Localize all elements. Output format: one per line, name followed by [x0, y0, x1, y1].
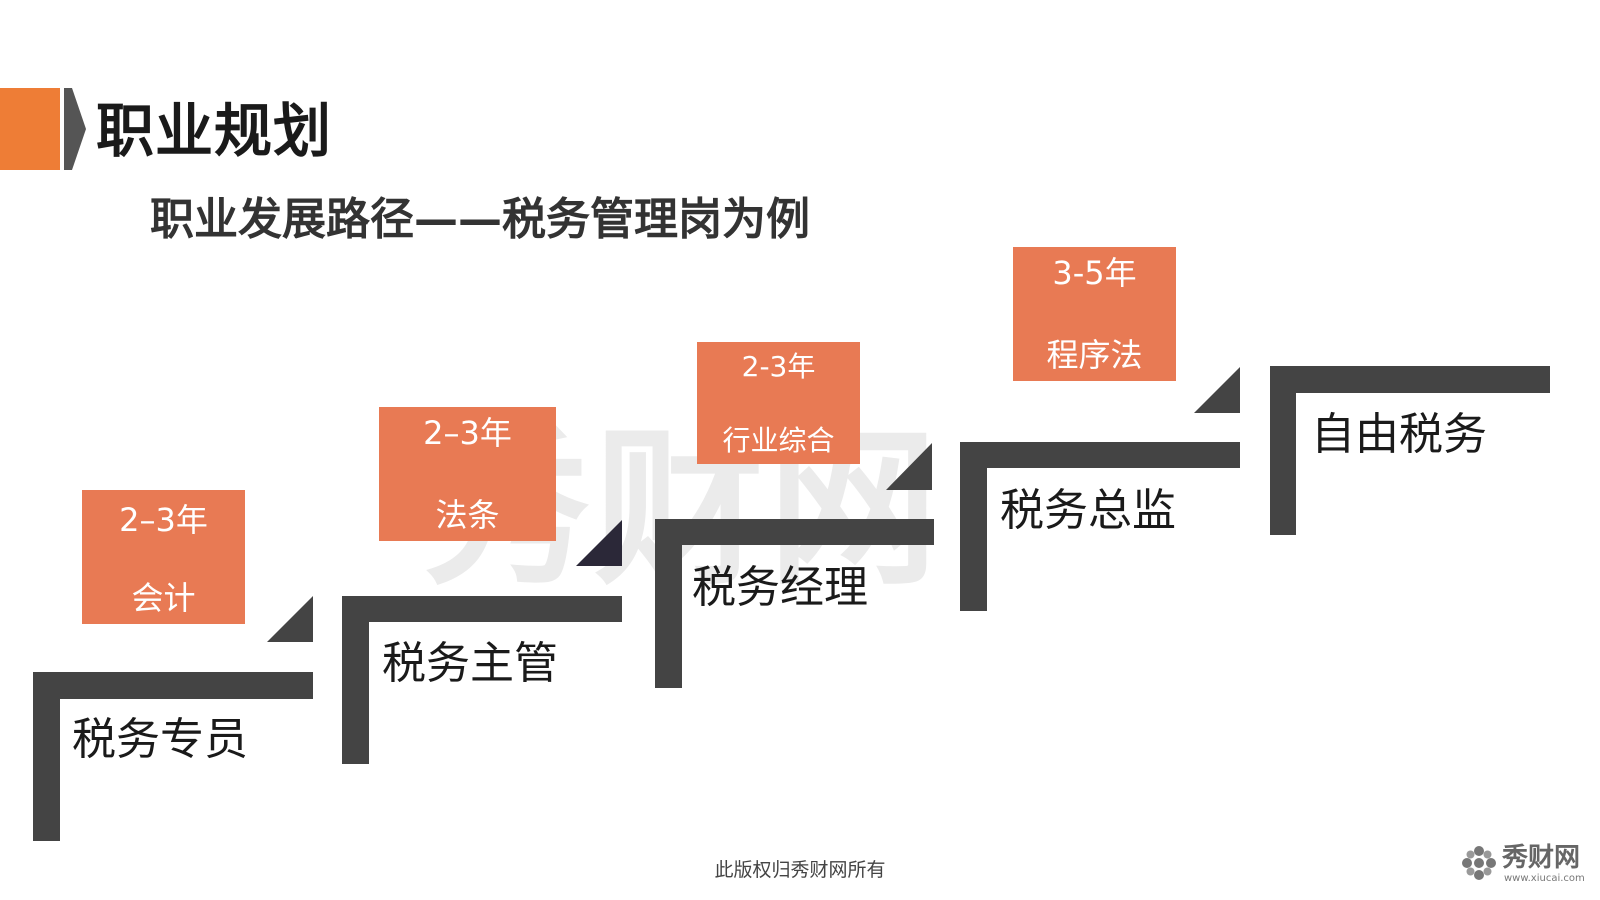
stair-arrow-4	[1194, 367, 1240, 413]
stair-step-2	[342, 596, 622, 764]
info-box-3: 2-3年 行业综合	[697, 342, 860, 464]
stair-step-4	[960, 442, 1240, 611]
logo-url: www.xiucai.com	[1504, 873, 1585, 884]
logo-flower-icon	[1462, 846, 1496, 880]
step-label-2: 税务主管	[382, 638, 558, 689]
step-label-1: 税务专员	[72, 714, 248, 765]
info-box-years: 2–3年	[119, 501, 208, 539]
stair-step-1	[33, 672, 313, 841]
page-subtitle: 职业发展路径——税务管理岗为例	[150, 194, 810, 245]
stair-arrow-3	[886, 443, 932, 490]
copyright-notice: 此版权归秀财网所有	[714, 859, 886, 881]
logo-name: 秀财网	[1502, 843, 1581, 873]
info-box-years: 3-5年	[1052, 254, 1137, 292]
stair-arrow-1	[267, 596, 313, 642]
info-box-skill: 法条	[435, 496, 500, 534]
page-title: 职业规划	[96, 97, 333, 165]
step-label-5: 自由税务	[1311, 409, 1487, 460]
step-label-3: 税务经理	[692, 562, 868, 613]
info-box-skill: 行业综合	[722, 424, 835, 457]
info-box-skill: 程序法	[1046, 336, 1143, 374]
info-box-years: 2–3年	[423, 414, 512, 452]
step-label-4: 税务总监	[1000, 485, 1176, 536]
stair-step-3	[655, 519, 934, 688]
info-box-4: 3-5年 程序法	[1013, 247, 1176, 381]
info-box-skill: 会计	[131, 579, 196, 617]
stair-arrow-2	[576, 520, 622, 566]
info-box-2: 2–3年 法条	[379, 407, 556, 541]
stair-step-5	[1270, 366, 1550, 535]
info-box-years: 2-3年	[741, 350, 816, 383]
info-box-1: 2–3年 会计	[82, 490, 245, 624]
title-accent-block	[0, 88, 60, 170]
brand-logo: 秀财网 www.xiucai.com	[1460, 842, 1590, 892]
title-chevron-icon	[64, 88, 86, 170]
